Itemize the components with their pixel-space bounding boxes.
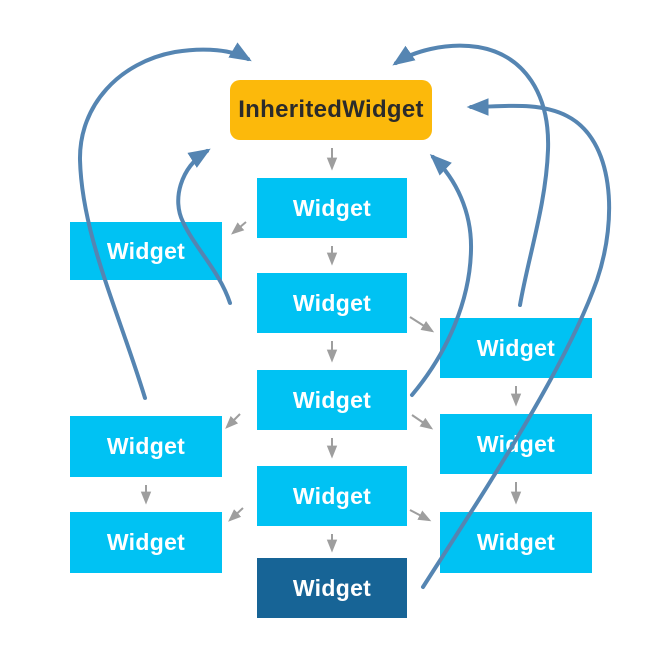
child-arrow-c3-right2 [411,414,434,430]
child-arrow-c4-left2 [228,507,244,522]
child-arrow-c2-right1 [409,316,435,333]
widget-node-left-top: Widget [70,222,222,280]
widget-node-right-3: Widget [440,512,592,573]
inherited-widget-node: InheritedWidget [230,80,432,140]
widget-node-center-3: Widget [257,370,407,430]
widget-node-center-1: Widget [257,178,407,238]
child-arrow-c3-left1 [225,413,241,429]
widget-node-center-4: Widget [257,466,407,526]
child-arrow-c4-right3 [409,509,432,522]
widget-node-center-2: Widget [257,273,407,333]
child-arrow-c1-left-top [231,221,247,235]
widget-node-left-2: Widget [70,512,222,573]
widget-node-left-1: Widget [70,416,222,477]
leaf-widget-node: Widget [257,558,407,618]
widget-node-right-1: Widget [440,318,592,378]
widget-node-right-2: Widget [440,414,592,474]
